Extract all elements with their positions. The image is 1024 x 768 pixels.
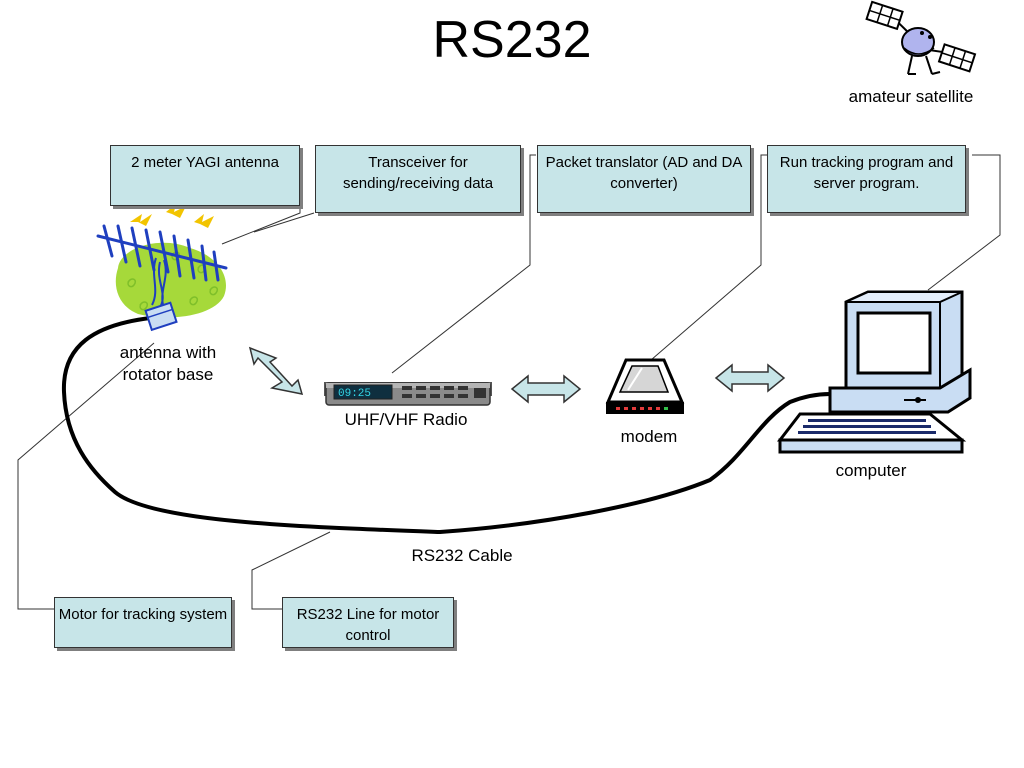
leader-tracking	[927, 154, 1001, 291]
arrow-antenna-radio	[248, 346, 304, 395]
radio-display: 09:25	[338, 388, 371, 400]
tracking-program-box: Run tracking program and server program.	[767, 145, 966, 213]
rs232-line-box: RS232 Line for motor control	[282, 597, 454, 648]
leader-motor	[17, 342, 155, 610]
modem-icon	[605, 358, 685, 414]
arrow-radio-modem	[510, 374, 582, 404]
satellite-label: amateur satellite	[848, 87, 974, 106]
transceiver-box: Transceiver for sending/receiving data	[315, 145, 521, 213]
leader-yagi	[221, 200, 301, 245]
arrow-modem-computer	[714, 363, 786, 393]
leader-packet	[391, 154, 536, 374]
leader-transceiver	[253, 212, 315, 233]
yagi-box: 2 meter YAGI antenna	[110, 145, 300, 206]
leader-converter	[650, 154, 767, 361]
leader-lines	[17, 154, 1001, 610]
computer-label: computer	[835, 461, 907, 480]
satellite-icon	[865, 0, 977, 75]
page-title: RS232	[432, 11, 592, 69]
rs232-cable	[61, 316, 832, 535]
computer-icon	[776, 290, 972, 454]
cable-label: RS232 Cable	[411, 546, 513, 565]
motor-box: Motor for tracking system	[54, 597, 232, 648]
modem-label: modem	[620, 427, 678, 446]
packet-translator-box: Packet translator (AD and DA converter)	[537, 145, 751, 213]
radio-icon: 09:25	[324, 382, 492, 406]
radio-label: UHF/VHF Radio	[344, 410, 468, 429]
antenna-icon	[96, 204, 228, 332]
spark-icon	[130, 204, 214, 228]
leader-rs232-line	[251, 531, 331, 610]
antenna-label: antenna with rotator base	[119, 343, 217, 384]
